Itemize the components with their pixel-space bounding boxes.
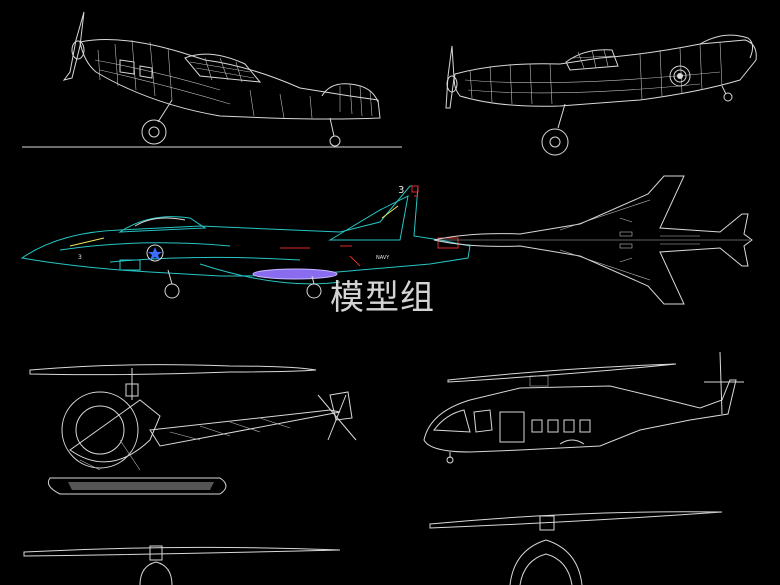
jet-fighter-side-view: 3 3 NAVY	[20, 185, 471, 299]
tail-wheel	[723, 92, 733, 102]
fuselage	[423, 379, 737, 453]
canopy	[565, 49, 619, 71]
jet-canopy	[118, 216, 207, 233]
fuselage	[453, 39, 757, 107]
main-rotor	[29, 364, 317, 376]
main-wheel	[306, 283, 322, 299]
propeller-blade	[62, 11, 85, 81]
cabin-door	[499, 411, 525, 443]
jet-fuselage	[20, 185, 471, 277]
tail-fin	[328, 195, 409, 241]
prop-plane-side-view-right	[445, 34, 757, 156]
canopy	[184, 53, 262, 83]
large-helicopter-side-view	[423, 351, 744, 464]
main-rotor	[447, 363, 677, 383]
cockpit-bubble	[61, 391, 139, 469]
plan-outline	[433, 175, 753, 305]
stripe	[69, 237, 105, 247]
tail-number: 3	[398, 185, 404, 196]
prop-plane-side-view-left	[22, 11, 402, 148]
main-wheel	[141, 119, 167, 145]
small-helicopter-side-view	[29, 364, 357, 495]
tail-rotor	[719, 351, 723, 415]
roundel	[669, 65, 691, 87]
fuel-tank	[252, 268, 338, 280]
fuselage	[79, 39, 381, 120]
navy-text: NAVY	[376, 255, 390, 261]
jet-fighter-plan-view	[433, 175, 753, 305]
tail-boom	[149, 409, 341, 447]
main-rotor	[23, 546, 341, 557]
tail-wheel	[329, 135, 341, 147]
float-skid	[47, 477, 227, 495]
nose-wheel	[164, 283, 180, 299]
nose-number: 3	[78, 254, 82, 261]
main-wheel	[541, 128, 569, 156]
helicopter-front-view-bottom-right	[429, 511, 723, 585]
helicopter-front-view-bottom-left	[23, 545, 341, 585]
star-insignia	[146, 244, 164, 262]
watermark: 模型组	[330, 278, 435, 318]
propeller-blade	[445, 45, 455, 109]
main-rotor	[429, 511, 723, 529]
